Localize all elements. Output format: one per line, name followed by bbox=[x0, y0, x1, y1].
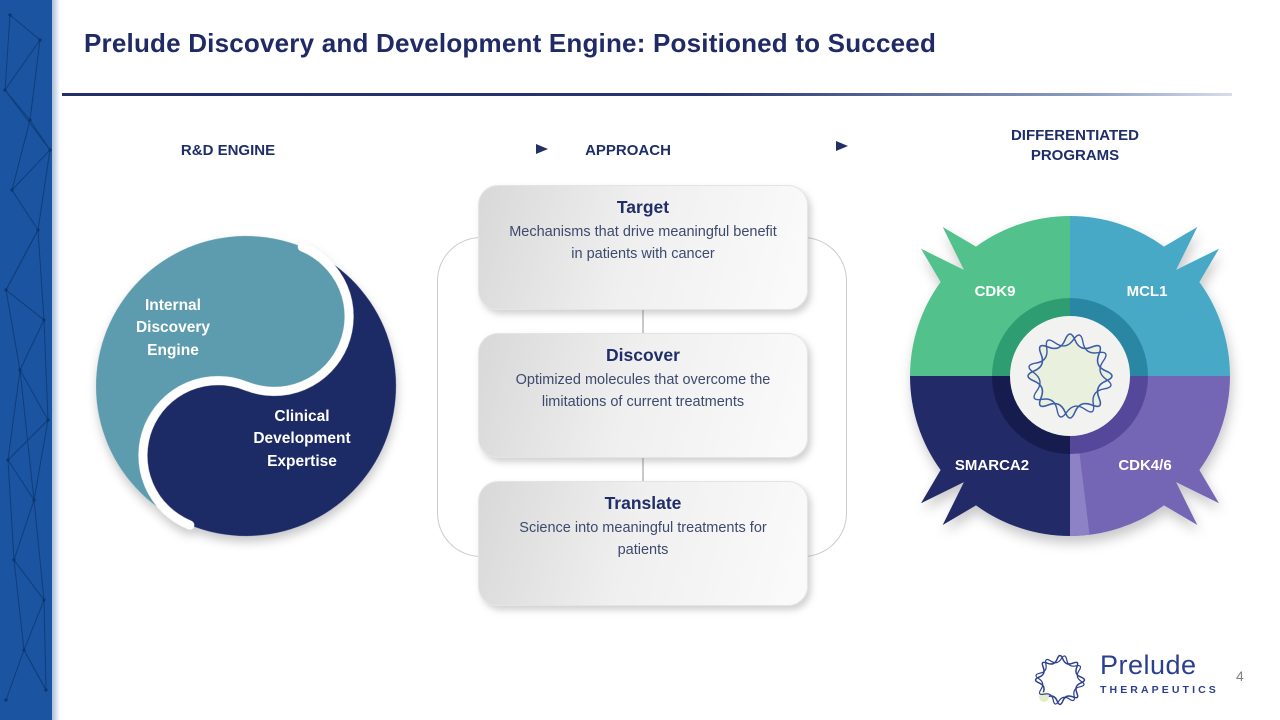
wheel-ring-smarca2 bbox=[992, 376, 1070, 454]
program-label-mcl1: MCL1 bbox=[1126, 283, 1168, 300]
wheel-ring-cdk46 bbox=[1070, 376, 1148, 454]
program-label-cdk46: CDK4/6 bbox=[1118, 457, 1172, 474]
flow-arrow-1 bbox=[322, 144, 548, 154]
arrowhead-icon bbox=[536, 144, 548, 154]
program-label-smarca2: SMARCA2 bbox=[954, 457, 1030, 474]
sidebar-edge-fade bbox=[52, 0, 60, 720]
step-box-translate: Translate Science into meaningful treatm… bbox=[478, 481, 808, 606]
step-box-discover: Discover Optimized molecules that overco… bbox=[478, 333, 808, 458]
header-differentiated-programs: DIFFERENTIATED PROGRAMS bbox=[1010, 127, 1140, 165]
label-clinical-development-expertise: Clinical Development Expertise bbox=[253, 408, 351, 470]
prelude-logo-text: Prelude THERAPEUTICS bbox=[1100, 650, 1230, 696]
step-box-target: Target Mechanisms that drive meaningful … bbox=[478, 185, 808, 310]
logo-star-outline bbox=[1035, 655, 1085, 705]
step-description: Mechanisms that drive meaningful benefit… bbox=[509, 224, 777, 262]
step-description: Optimized molecules that overcome the li… bbox=[515, 372, 771, 410]
step-title: Discover bbox=[606, 345, 680, 365]
prelude-logo-icon bbox=[1034, 654, 1086, 706]
header-rd-engine: R&D ENGINE bbox=[180, 142, 276, 159]
step-connector bbox=[642, 458, 644, 482]
sidebar-accent-bar bbox=[0, 0, 52, 720]
header-approach: APPROACH bbox=[585, 142, 671, 159]
wheel-ring-mcl1 bbox=[1070, 298, 1148, 376]
logo-brand-name: Prelude bbox=[1100, 650, 1197, 680]
programs-wheel bbox=[910, 216, 1230, 536]
mesh-nodes bbox=[3, 13, 52, 702]
flow-arrow-2 bbox=[688, 141, 848, 151]
step-connector bbox=[642, 310, 644, 334]
label-internal-discovery-engine: Internal Discovery Engine bbox=[135, 297, 211, 359]
step-title: Target bbox=[616, 197, 670, 217]
step-title: Translate bbox=[604, 493, 682, 513]
rd-engine-yinyang bbox=[96, 236, 396, 536]
dna-star-icon bbox=[1027, 333, 1113, 419]
yinyang-divider bbox=[138, 242, 354, 530]
arrowhead-icon bbox=[836, 141, 848, 151]
program-label-cdk9: CDK9 bbox=[974, 283, 1016, 300]
dna-star-icon bbox=[1028, 334, 1112, 418]
step-description: Science into meaningful treatments for p… bbox=[519, 520, 767, 558]
page-number: 4 bbox=[1236, 668, 1244, 684]
wheel-ring-cdk9 bbox=[992, 298, 1070, 376]
logo-star-outline bbox=[1034, 654, 1086, 706]
title-divider bbox=[62, 93, 1232, 96]
slide-title: Prelude Discovery and Development Engine… bbox=[84, 28, 937, 58]
logo-sub-name: THERAPEUTICS bbox=[1100, 683, 1219, 696]
